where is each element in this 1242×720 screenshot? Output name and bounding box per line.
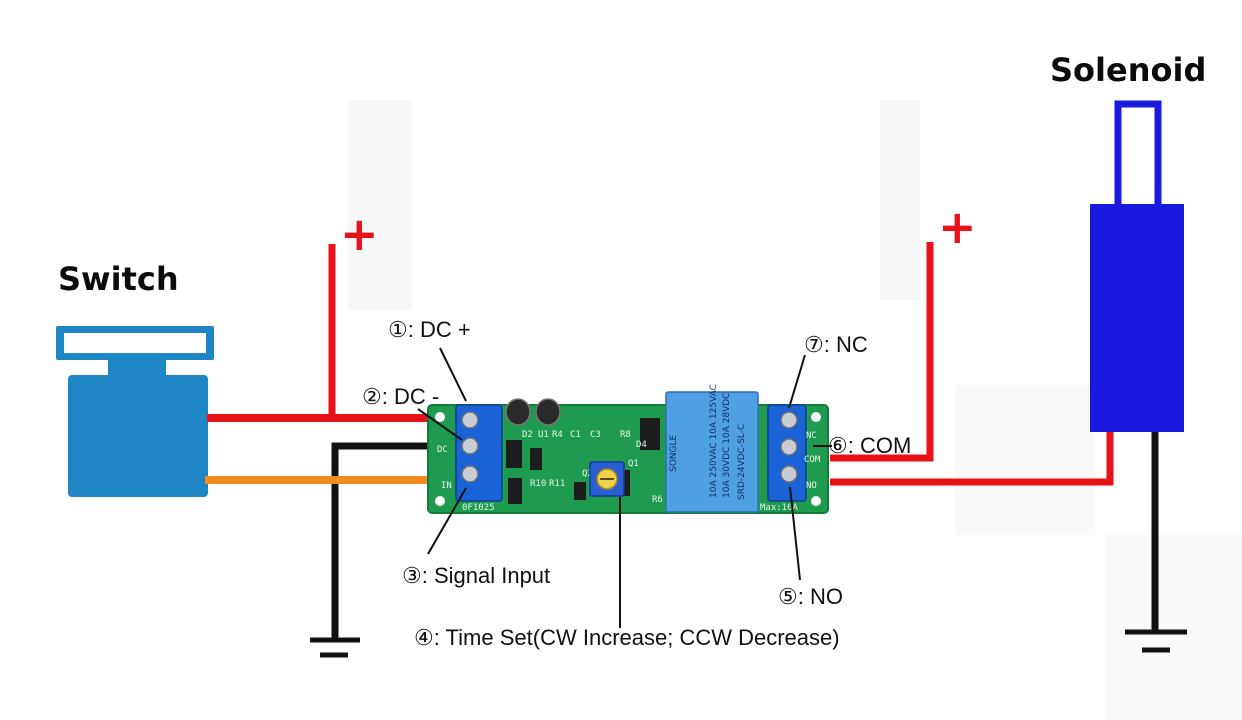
mount-hole [811, 496, 821, 506]
ic-component [506, 440, 522, 468]
silk-r6: R6 [652, 495, 663, 505]
ic-component [508, 478, 522, 504]
mount-hole [435, 496, 445, 506]
relay-model: SRD-24VDC-SL-C [737, 424, 747, 500]
terminal-label-dc: DC [437, 445, 448, 455]
relay-module: DC IN 0F1025 D2 U1 R4 C1 C3 R8 D4 R10 R1… [427, 384, 829, 514]
solenoid-body [1090, 204, 1184, 432]
relay-component: SONGLE SRD-24VDC-SL-C 10A 250VAC 10A 125… [665, 384, 759, 513]
silk-r8: R8 [620, 430, 631, 440]
bg-panel [880, 100, 920, 300]
silk-r10: R10 [530, 479, 546, 489]
leader-no [789, 486, 801, 581]
capacitor-icon [505, 398, 561, 426]
left-plus-sign: + [340, 207, 379, 261]
silk-r11: R11 [549, 479, 565, 489]
terminal-label-com: COM [804, 455, 821, 465]
switch-title: Switch [58, 260, 179, 298]
bg-panel [955, 385, 1095, 535]
solenoid-title: Solenoid [1050, 51, 1206, 89]
mount-hole [435, 412, 445, 422]
label-com: ⑥: COM [828, 433, 911, 458]
relay-brand: SONGLE [669, 434, 679, 472]
potentiometer-icon [589, 461, 625, 497]
screw-terminal-icon [455, 404, 503, 502]
wire-no-solenoid [830, 430, 1114, 486]
leader-nc [788, 354, 806, 409]
silk-r4: R4 [552, 430, 563, 440]
silk-c3: C3 [590, 430, 601, 440]
leader-signal-input [427, 487, 467, 555]
switch-button-cap-inner [64, 333, 206, 353]
ground-symbol-icon [1125, 629, 1187, 653]
ic-component [530, 448, 542, 470]
leader-dc-minus [417, 408, 463, 441]
label-nc: ⑦: NC [804, 332, 868, 357]
relay-rating-ac: 10A 250VAC 10A 125VAC [709, 384, 719, 498]
wire-dc-minus-ground [331, 442, 462, 640]
terminal-label-no: NO [806, 481, 817, 491]
screw-terminal-icon [767, 404, 807, 502]
label-dc-minus: ②: DC - [362, 384, 439, 409]
leader-dc-plus [439, 347, 467, 402]
silk-q1: Q1 [628, 459, 639, 469]
silk-max: Max:10A [760, 503, 799, 513]
mount-hole [811, 412, 821, 422]
ic-component [574, 482, 586, 500]
silk-u1: U1 [538, 430, 549, 440]
solenoid-device [1090, 100, 1184, 432]
board-model: 0F1025 [462, 503, 495, 513]
silk-c1: C1 [570, 430, 581, 440]
terminal-label-in: IN [441, 481, 452, 491]
right-plus-sign: + [938, 200, 977, 254]
relay-rating-dc: 10A 30VDC 10A 28VDC [722, 393, 732, 498]
label-dc-plus: ①: DC + [388, 317, 471, 342]
solenoid-plunger [1114, 100, 1162, 212]
ic-component [640, 418, 660, 450]
label-no: ⑤: NO [778, 584, 843, 609]
silk-d4: D4 [636, 440, 647, 450]
silk-d2: D2 [522, 430, 533, 440]
label-time-set: ④: Time Set(CW Increase; CCW Decrease) [414, 625, 840, 650]
wire-com-positive [830, 242, 934, 462]
silk-q2: Q2 [582, 469, 593, 479]
bg-panel [348, 100, 412, 310]
switch-stem [108, 358, 166, 376]
ground-symbol-icon [310, 637, 360, 658]
switch-device [56, 326, 214, 497]
label-signal-input: ③: Signal Input [402, 563, 550, 588]
bg-panel [1105, 535, 1242, 720]
switch-body [68, 375, 208, 497]
terminal-label-nc: NC [806, 431, 817, 441]
